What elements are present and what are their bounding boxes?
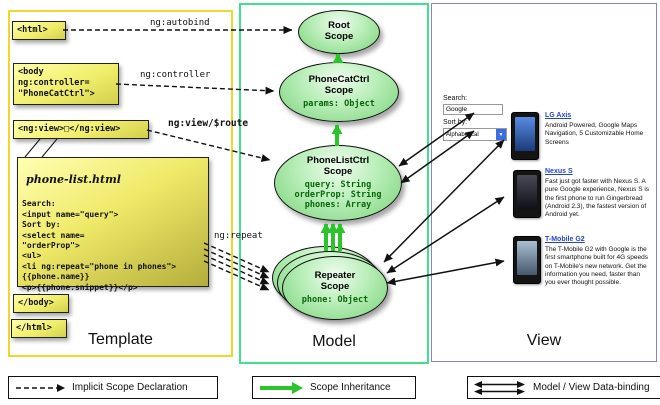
phonelistctrl-scope-ellipse: PhoneListCtrl Scope query: String orderP… — [274, 145, 402, 221]
sort-select[interactable]: Alphabetical ▼ — [443, 128, 507, 141]
repeater-scope-title: Repeater Scope — [314, 269, 356, 292]
legend-databinding-label: Model / View Data-binding — [533, 382, 650, 393]
dropdown-arrow-icon[interactable]: ▼ — [496, 129, 506, 140]
dashed-arrow-icon — [16, 383, 65, 392]
phone-link-nexus-s[interactable]: Nexus S — [545, 168, 573, 175]
search-input[interactable] — [443, 104, 503, 115]
phone-screen — [517, 175, 537, 209]
search-label: Search: — [443, 95, 468, 102]
code-box-html-close: </html> — [11, 319, 67, 339]
code-box-body-controller: <body ng:controller= "PhoneCatCtrl"> — [13, 63, 119, 105]
code-box-phone-list-html: phone-list.html Search: <input name="que… — [17, 157, 209, 302]
phone-image-tmobile-g2[interactable] — [513, 236, 541, 284]
phone-image-nexus-s[interactable] — [513, 170, 541, 218]
root-scope-title: Root Scope — [324, 20, 354, 42]
phone-desc-tmobile-g2: The T-Mobile G2 with Google is the first… — [545, 246, 648, 287]
phonecatctrl-scope-title: PhoneCatCtrl Scope — [308, 73, 370, 96]
sort-by-label: Sort by: — [443, 119, 468, 126]
phonecatctrl-scope-ellipse: PhoneCatCtrl Scope params: Object — [279, 62, 399, 122]
legend-inheritance-label: Scope Inheritance — [310, 382, 391, 393]
phone-image-lg-axis[interactable] — [511, 112, 539, 160]
legend-scope-inheritance: Scope Inheritance — [252, 376, 416, 399]
phonecatctrl-scope-props: params: Object — [303, 98, 375, 109]
view-column-label: View — [526, 332, 562, 349]
phone-link-lg-axis[interactable]: LG Axis — [545, 112, 572, 119]
ng-repeat-label: ng:repeat — [214, 231, 263, 241]
double-arrow-icon — [474, 380, 525, 395]
phone-list-code: Search: <input name="query"> Sort by: <s… — [22, 199, 177, 302]
legend-implicit-scope: Implicit Scope Declaration — [8, 376, 218, 399]
root-scope-ellipse: Root Scope — [298, 10, 380, 54]
green-arrow-icon — [260, 381, 303, 394]
legend-data-binding: Model / View Data-binding — [467, 376, 660, 399]
phone-screen — [515, 117, 535, 151]
repeater-scope-ellipse: Repeater Scope phone: Object — [282, 256, 388, 320]
phone-list-title: phone-list.html — [26, 173, 121, 187]
phone-desc-nexus-s: Fast just got faster with Nexus S. A pur… — [545, 178, 650, 219]
model-column-label: Model — [312, 333, 356, 350]
legend-implicit-label: Implicit Scope Declaration — [72, 382, 188, 393]
phone-screen — [517, 241, 537, 275]
phone-desc-lg-axis: Android Powered, Google Maps Navigation,… — [545, 122, 644, 146]
code-box-body-close: </body> — [13, 294, 69, 314]
code-box-html-open: <html> — [12, 21, 66, 41]
code-box-ng-view: <ng:view>□</ng:view> — [13, 120, 149, 140]
phonelistctrl-scope-props: query: String orderProp: String phones: … — [294, 179, 382, 211]
phone-link-tmobile-g2[interactable]: T-Mobile G2 — [545, 236, 585, 243]
repeater-scope-props: phone: Object — [301, 294, 369, 305]
template-column-label: Template — [88, 331, 153, 348]
sort-select-value: Alphabetical — [446, 131, 479, 138]
ng-autobind-label: ng:autobind — [150, 18, 210, 28]
phonelistctrl-scope-title: PhoneListCtrl Scope — [306, 154, 370, 177]
ng-controller-label: ng:controller — [140, 70, 211, 80]
ng-view-route-label: ng:view/$route — [168, 118, 249, 129]
